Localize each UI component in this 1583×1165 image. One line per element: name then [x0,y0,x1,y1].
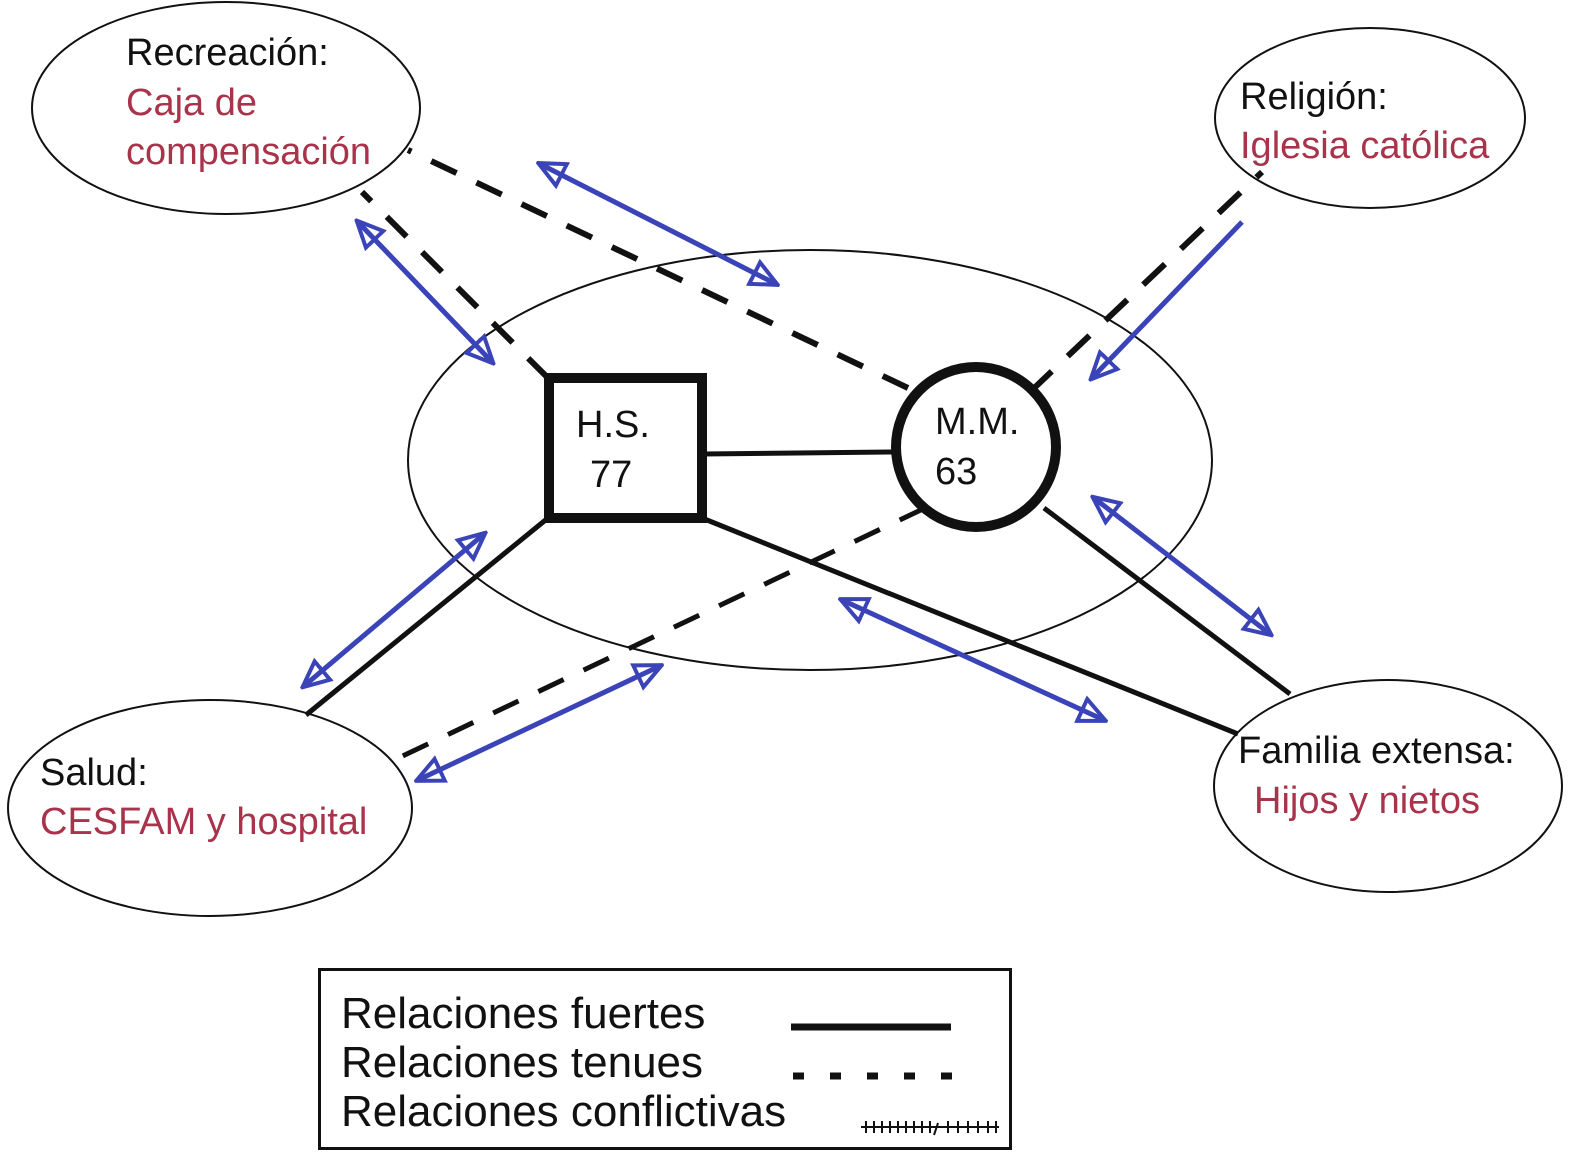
male-initials: H.S. [576,404,650,446]
salud-ellipse [7,699,413,917]
legend-symbols [791,1023,999,1136]
female-member-circle [891,362,1061,532]
legend: Relaciones fuertes Relaciones tenues Rel… [318,968,1012,1150]
flow-arrow-mm-familia [1094,498,1270,634]
female-initials: M.M. [935,401,1020,443]
legend-conflict-line [861,1121,999,1136]
religion-title: Religión: [1240,76,1388,118]
salud-title: Salud: [40,752,148,794]
flow-arrow-religion-mm [1092,220,1244,378]
legend-strong-label: Relaciones fuertes [341,989,706,1038]
relation-mm-familia [1042,506,1292,696]
flow-arrow-recreacion-hs [358,222,492,362]
relation-hs-recreacion [359,189,551,381]
household-ellipse [407,249,1213,671]
legend-tenuous-label: Relaciones tenues [341,1038,704,1087]
flow-arrow-hs-salud [304,534,484,686]
recreacion-ellipse [31,1,421,215]
salud-detail: CESFAM y hospital [40,801,368,843]
relation-mm-religion [1027,169,1265,395]
familia-title: Familia extensa: [1238,730,1515,772]
male-member-square [544,373,707,523]
female-age: 63 [935,451,978,493]
religion-ellipse [1214,27,1526,209]
recreacion-detail-line1: Caja de [126,82,257,124]
recreacion-detail-line2: compensación [126,131,372,173]
relation-hs-familia [701,515,1239,737]
familia-detail: Hijos y nietos [1254,780,1480,822]
legend-conflict-label: Relaciones conflictivas [341,1087,787,1136]
recreacion-title: Recreación: [126,32,329,74]
relation-hs-mm [701,449,893,457]
relation-hs-salud [304,516,550,717]
male-age: 77 [590,454,633,496]
flow-arrow-recreacion-mm [540,164,776,284]
flow-arrow-mm-salud [418,666,660,780]
familia-ellipse [1213,679,1563,893]
flow-arrow-hs-familia [842,600,1104,720]
religion-detail: Iglesia católica [1240,125,1490,167]
